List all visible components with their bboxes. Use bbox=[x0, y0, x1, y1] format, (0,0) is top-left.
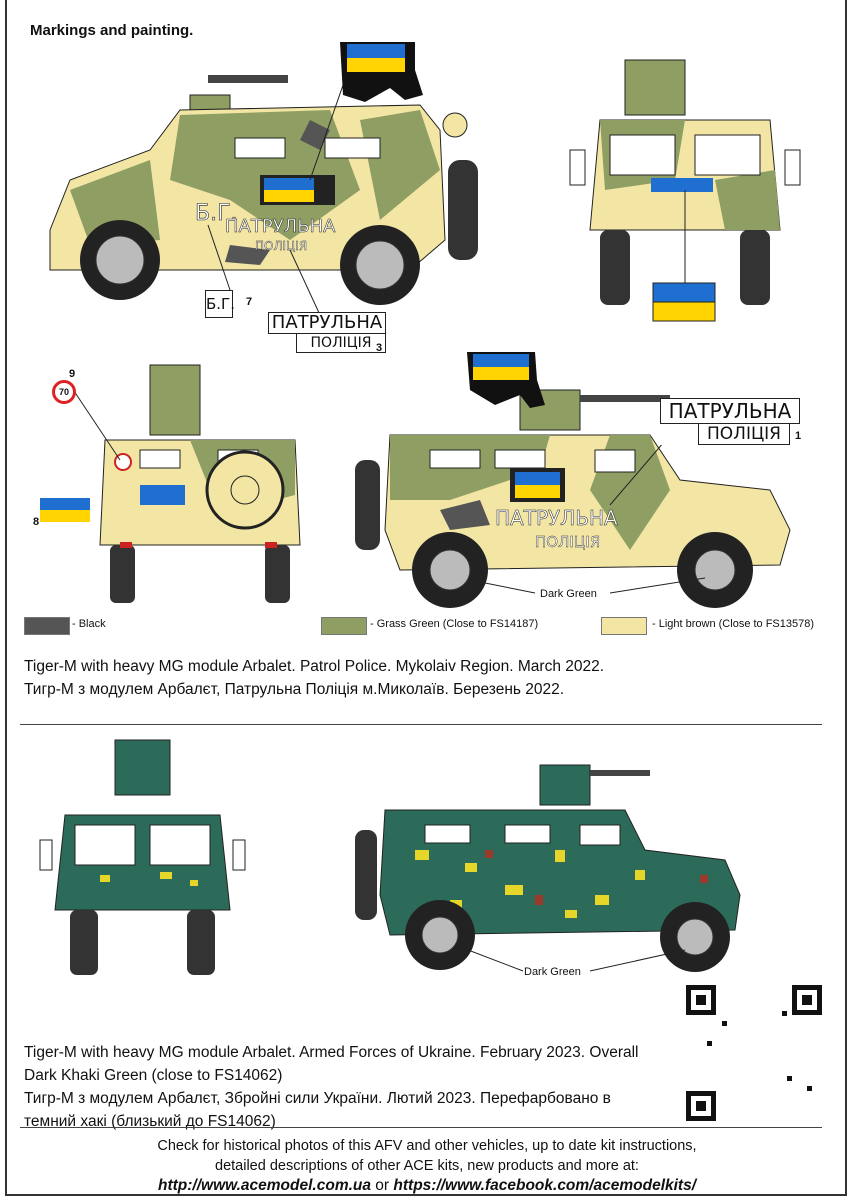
vehicle-side-view-camo: Б.Г. ПАТРУЛЬНА ПОЛІЦІЯ bbox=[49, 64, 478, 316]
website-link[interactable]: http://www.acemodel.com.ua bbox=[157, 1177, 371, 1194]
footer-line1: Check for historical photos of this AFV … bbox=[157, 1138, 697, 1154]
page-frame bbox=[5, 0, 847, 1196]
decal-patrol-line2: ПОЛІЦІЯ bbox=[698, 424, 790, 445]
callout-dark-green-1: Dark Green bbox=[540, 588, 597, 600]
decal-bg-number: 7 bbox=[246, 296, 253, 308]
footer-or: or bbox=[371, 1177, 394, 1194]
footer-divider bbox=[20, 1127, 822, 1128]
scheme2-caption-ua-1: Тигр-М з модулем Арбалєт, Збройні сили У… bbox=[24, 1090, 611, 1107]
decal-patrol-line1: ПАТРУЛЬНА bbox=[660, 398, 800, 424]
vehicle-side-view-green bbox=[355, 764, 741, 972]
scheme1-caption-ua: Тигр-М з модулем Арбалєт, Патрульна Полі… bbox=[24, 681, 565, 698]
vehicle-front-view-green bbox=[39, 739, 246, 975]
qr-module bbox=[722, 1021, 727, 1026]
decal-patrol-small-number: 3 bbox=[376, 342, 383, 354]
flag-decal-front bbox=[652, 282, 716, 322]
decal-bg: Б.Г. bbox=[205, 290, 235, 318]
qr-code[interactable] bbox=[686, 985, 822, 1121]
scheme2-caption-en-1: Tiger-M with heavy MG module Arbalet. Ar… bbox=[24, 1044, 639, 1061]
facebook-link[interactable]: https://www.facebook.com/acemodelkits/ bbox=[393, 1177, 697, 1194]
decal-patrol-large-number: 1 bbox=[795, 430, 802, 442]
flag-decal-map bbox=[467, 352, 545, 408]
footer-line2: detailed descriptions of other ACE kits,… bbox=[215, 1158, 639, 1174]
legend-swatch-grass-green bbox=[321, 617, 367, 635]
decal-speed-number: 9 bbox=[69, 368, 76, 380]
legend-swatch-black bbox=[24, 617, 70, 635]
vehicle-front-view-camo bbox=[569, 59, 801, 305]
decal-patrol-line2: ПОЛІЦІЯ bbox=[296, 334, 386, 353]
scheme2-caption-ua-2: темний хакі (близький до FS14062) bbox=[24, 1113, 276, 1130]
callout-dark-green-2: Dark Green bbox=[524, 966, 581, 978]
svg-text:Б.Г.: Б.Г. bbox=[195, 201, 238, 226]
scheme1-caption: Tiger-M with heavy MG module Arbalet. Pa… bbox=[24, 655, 604, 701]
vehicle-side-view-camo-right: ПАТРУЛЬНА ПОЛІЦІЯ bbox=[355, 389, 791, 608]
svg-text:ПАТРУЛЬНА: ПАТРУЛЬНА bbox=[495, 506, 618, 530]
svg-text:ПАТРУЛЬНА: ПАТРУЛЬНА bbox=[225, 216, 336, 237]
legend-label-black: - Black bbox=[72, 618, 106, 630]
page-title: Markings and painting. bbox=[30, 22, 194, 39]
footer: Check for historical photos of this AFV … bbox=[0, 1136, 854, 1196]
svg-text:ПОЛІЦІЯ: ПОЛІЦІЯ bbox=[535, 533, 600, 551]
qr-module bbox=[782, 1011, 787, 1016]
decal-patrol-large: ПАТРУЛЬНА ПОЛІЦІЯ bbox=[660, 398, 800, 445]
flag-decal-rear bbox=[40, 498, 90, 522]
section-divider bbox=[20, 724, 822, 725]
qr-module bbox=[807, 1086, 812, 1091]
decal-flag-number: 8 bbox=[33, 516, 40, 528]
legend-label-grass-green: - Grass Green (Close to FS14187) bbox=[370, 618, 539, 630]
decal-patrol-line1: ПАТРУЛЬНА bbox=[268, 312, 386, 334]
legend-label-light-brown: - Light brown (Close to FS13578) bbox=[652, 618, 815, 630]
svg-text:ПОЛІЦІЯ: ПОЛІЦІЯ bbox=[255, 239, 307, 253]
decal-speed-sign: 70 bbox=[52, 380, 76, 404]
vehicle-rear-view-camo bbox=[69, 364, 301, 603]
qr-module bbox=[707, 1041, 712, 1046]
scheme2-caption-en-2: Dark Khaki Green (close to FS14062) bbox=[24, 1067, 283, 1084]
flag-decal-large bbox=[340, 42, 423, 102]
scheme1-caption-en: Tiger-M with heavy MG module Arbalet. Pa… bbox=[24, 658, 605, 675]
legend-swatch-light-brown bbox=[601, 617, 647, 635]
scheme2-caption: Tiger-M with heavy MG module Arbalet. Ar… bbox=[24, 1041, 639, 1133]
decal-patrol-small: ПАТРУЛЬНА ПОЛІЦІЯ bbox=[268, 312, 386, 354]
qr-module bbox=[787, 1076, 792, 1081]
